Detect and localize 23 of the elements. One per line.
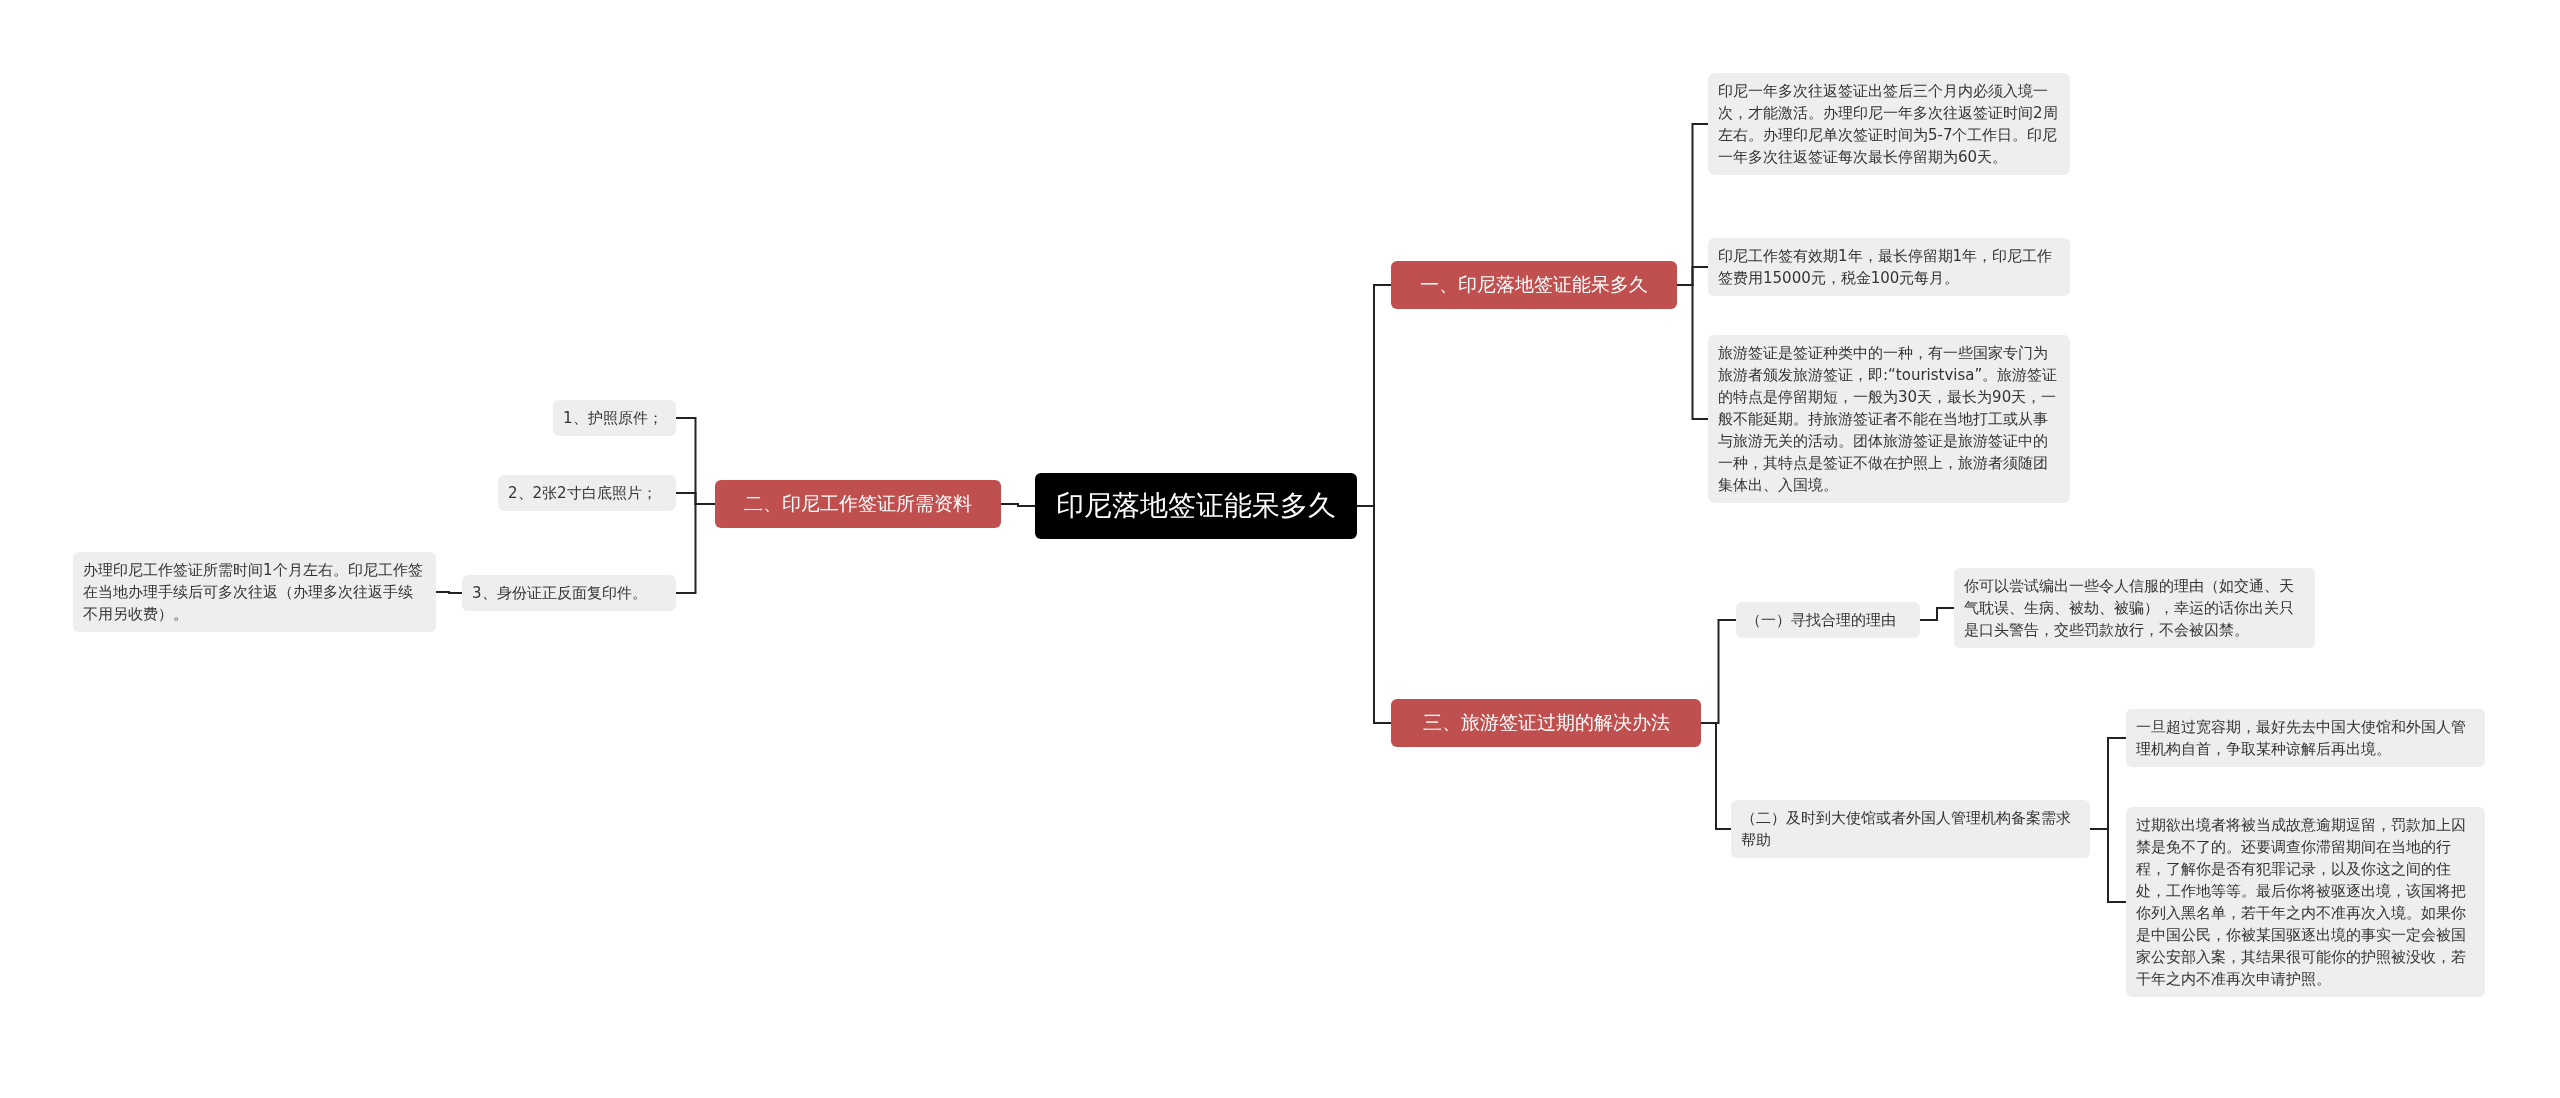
text-card: 旅游签证是签证种类中的一种，有一些国家专门为旅游者颁发旅游签证，即:“touristvisa”。旅游签证的特点是停留期短，一般为30天，最长为90天，一般不能延期。持旅游签证者不能在当地打工或从事与旅游无关的活动。团体旅游签证是旅游签证中的一种，其特点是签证不做在护照上，旅游者须随团集体出、入国境。	[1708, 335, 2070, 503]
connector-line	[2089, 828, 2127, 903]
text-card: 一旦超过宽容期，最好先去中国大使馆和外国人管理机构自首，争取某种谅解后再出境。	[2126, 709, 2485, 767]
branch-topic: 二、印尼工作签证所需资料	[715, 480, 1001, 528]
connector-line	[1919, 607, 1955, 621]
branch-topic: 一、印尼落地签证能呆多久	[1391, 261, 1677, 309]
text-card: 3、身份证正反面复印件。	[462, 575, 676, 611]
text-card: 1、护照原件；	[553, 400, 676, 436]
root-topic: 印尼落地签证能呆多久	[1035, 473, 1357, 539]
text-card: 过期欲出境者将被当成故意逾期逗留，罚款加上囚禁是免不了的。还要调查你滞留期间在当地的行程，了解你是否有犯罪记录，以及你这之间的住处，工作地等等。最后你将被驱逐出境，该国将把你列入黑名单，若干年之内不准再次入境。如果你是中国公民，你被某国驱逐出境的事实一定会被国家公安部入案，其结果很可能你的护照被没收，若干年之内不准再次申请护照。	[2126, 807, 2485, 997]
connector-line	[675, 503, 716, 594]
connector-line	[1676, 284, 1709, 420]
connector-line	[1700, 722, 1732, 830]
connector-line	[435, 591, 463, 594]
text-card: 印尼一年多次往返签证出签后三个月内必须入境一次，才能激活。办理印尼一年多次往返签证时间2周左右。办理印尼单次签证时间为5-7个工作日。印尼一年多次往返签证每次最长停留期为60天。	[1708, 73, 2070, 175]
text-card: 2、2张2寸白底照片；	[498, 475, 676, 511]
text-card: 印尼工作签有效期1年，最长停留期1年，印尼工作签费用15000元，税金100元每月。	[1708, 238, 2070, 296]
branch-topic: 三、旅游签证过期的解决办法	[1391, 699, 1701, 747]
connector-line	[1000, 503, 1036, 507]
text-card: 你可以尝试编出一些令人信服的理由（如交通、天气耽误、生病、被劫、被骗），幸运的话你出关只是口头警告，交些罚款放行，不会被囚禁。	[1954, 568, 2315, 648]
text-card: 办理印尼工作签证所需时间1个月左右。印尼工作签在当地办理手续后可多次往返（办理多次往返手续不用另收费）。	[73, 552, 436, 632]
text-card: （二）及时到大使馆或者外国人管理机构备案需求帮助	[1731, 800, 2090, 858]
text-card: （一）寻找合理的理由	[1736, 602, 1920, 638]
